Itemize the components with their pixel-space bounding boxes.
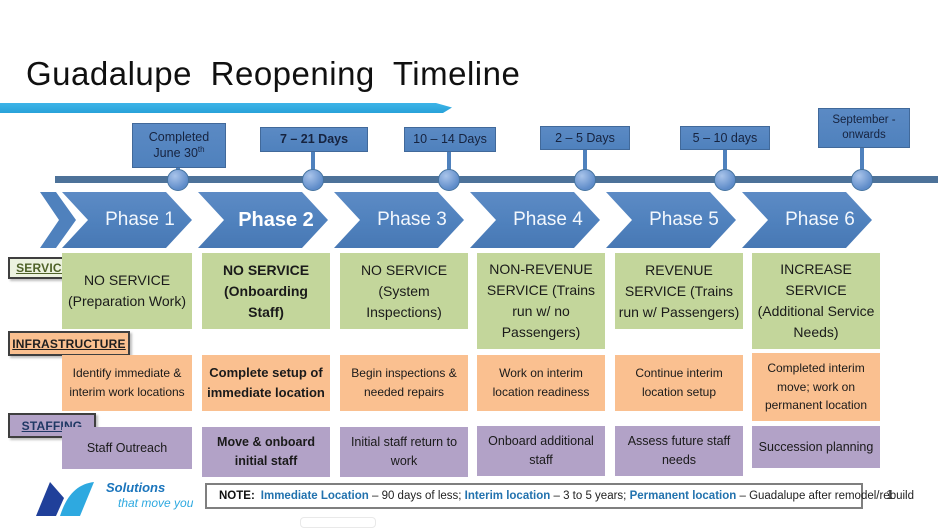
staffing-cell-phase-6: Succession planning — [752, 426, 880, 468]
vta-tagline: Solutions that move you — [106, 480, 194, 510]
page-number: 1 — [886, 487, 894, 502]
infrastructure-cell-phase-1: Identify immediate & interim work locati… — [62, 355, 192, 411]
phase-3-arrow: Phase 3 — [334, 192, 464, 248]
milestone-box-september-onwards: September - onwards — [818, 108, 910, 148]
vta-logo: Solutions that move you — [34, 478, 193, 520]
phase-4-arrow: Phase 4 — [470, 192, 600, 248]
timeline-node — [574, 169, 596, 191]
note-interim-term: Interim location — [464, 490, 551, 502]
infrastructure-cell-phase-4: Work on interim location readiness — [477, 355, 605, 411]
service-cell-phase-4: NON-REVENUE SERVICE (Trains run w/ no Pa… — [477, 253, 605, 349]
infrastructure-category-label: INFRASTRUCTURE — [8, 331, 130, 356]
milestone-stem — [311, 152, 315, 182]
timeline-node — [302, 169, 324, 191]
milestone-stem — [860, 148, 864, 182]
note-bar: NOTE: Immediate Location – 90 days of les… — [205, 483, 914, 509]
staffing-cell-phase-4: Onboard additional staff — [477, 426, 605, 476]
note-interim-def: – 3 to 5 years; — [550, 490, 630, 502]
infrastructure-cell-phase-2: Complete setup of immediate location — [202, 355, 330, 411]
title-underline-swoosh — [0, 103, 452, 113]
note-label: NOTE: — [219, 490, 255, 502]
vta-logo-mark — [36, 482, 94, 516]
service-cell-phase-2: NO SERVICE (Onboarding Staff) — [202, 253, 330, 329]
service-cell-phase-3: NO SERVICE (System Inspections) — [340, 253, 468, 329]
phase-1-arrow: Phase 1 — [62, 192, 192, 248]
timeline-bar — [55, 176, 938, 183]
phase-6-arrow: Phase 6 — [742, 192, 872, 248]
milestone-box-10-14-days: 10 – 14 Days — [404, 127, 496, 152]
timeline-node — [714, 169, 736, 191]
page-title: Guadalupe Reopening Timeline — [26, 55, 521, 92]
staffing-cell-phase-2: Move & onboard initial staff — [202, 427, 330, 477]
milestone-box-7-21-days: 7 – 21 Days — [260, 127, 368, 152]
phase-5-arrow: Phase 5 — [606, 192, 736, 248]
service-cell-phase-1: NO SERVICE (Preparation Work) — [62, 253, 192, 329]
infrastructure-cell-phase-6: Completed interim move; work on permanen… — [752, 353, 880, 421]
service-cell-phase-6: INCREASE SERVICE (Additional Service Nee… — [752, 253, 880, 349]
timeline-node — [438, 169, 460, 191]
milestone-box-completed: Completed June 30th — [132, 123, 226, 168]
service-cell-phase-5: REVENUE SERVICE (Trains run w/ Passenger… — [615, 253, 743, 329]
milestone-stem — [723, 150, 727, 182]
bottom-ui-artifact — [300, 517, 376, 528]
note-immediate-term: Immediate Location — [260, 490, 369, 502]
note-immediate-def: – 90 days of less; — [368, 490, 465, 502]
timeline-node — [167, 169, 189, 191]
milestone-box-5-10-days: 5 – 10 days — [680, 126, 770, 150]
staffing-cell-phase-5: Assess future staff needs — [615, 426, 743, 476]
staffing-cell-phase-1: Staff Outreach — [62, 427, 192, 469]
milestone-stem — [583, 150, 587, 182]
timeline-node — [851, 169, 873, 191]
note-permanent-def: – Guadalupe after remodel/rebuild — [736, 490, 915, 502]
milestone-box-2-5-days: 2 – 5 Days — [540, 126, 630, 150]
milestone-stem — [447, 152, 451, 182]
infrastructure-cell-phase-3: Begin inspections & needed repairs — [340, 355, 468, 411]
phase-2-arrow: Phase 2 — [198, 192, 328, 248]
infrastructure-cell-phase-5: Continue interim location setup — [615, 355, 743, 411]
service-category-label: SERVICE — [8, 257, 78, 279]
note-permanent-term: Permanent location — [629, 490, 737, 502]
staffing-cell-phase-3: Initial staff return to work — [340, 427, 468, 477]
